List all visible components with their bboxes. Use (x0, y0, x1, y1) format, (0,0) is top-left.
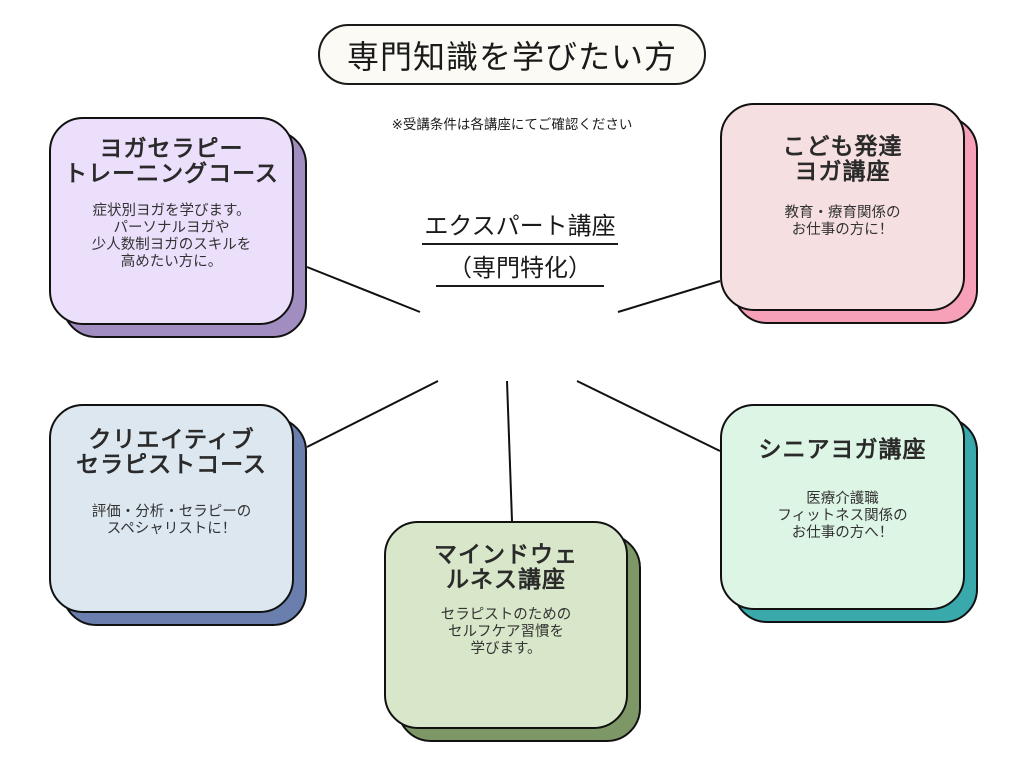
page-title: 専門知識を学びたい方 (318, 24, 706, 85)
connector-senior-yoga (576, 380, 721, 452)
card-face: シニアヨガ講座 医療介護職 フィットネス関係の お仕事の方へ！ (720, 404, 965, 610)
enrollment-note: ※受講条件は各講座にてご確認ください (391, 117, 633, 133)
course-title-line: ヨガ講座 (794, 159, 891, 185)
card-face: ヨガセラピー トレーニングコース 症状別ヨガを学びます。 パーソナルヨガや 少人… (49, 117, 294, 325)
course-title: マインドウェ ルネス講座 (434, 543, 578, 593)
course-desc-line: 教育・療育関係の (784, 205, 901, 221)
course-title: クリエイティブ セラピストコース (76, 428, 267, 478)
course-title: こども発達 ヨガ講座 (783, 135, 903, 185)
course-title-line: シニアヨガ講座 (758, 437, 927, 463)
course-description: 評価・分析・セラピーの スペシャリストに！ (92, 504, 252, 538)
course-title-line: トレーニングコース (64, 161, 279, 187)
course-description: 医療介護職 フィットネス関係の お仕事の方へ！ (777, 491, 907, 542)
hub-label: エクスパート講座 （専門特化） (380, 205, 660, 289)
card-face: マインドウェ ルネス講座 セラピストのための セルフケア習慣を 学びます。 (384, 521, 628, 729)
course-title: ヨガセラピー トレーニングコース (64, 137, 279, 187)
course-desc-line: 医療介護職 (806, 491, 879, 507)
course-desc-line: お仕事の方へ！ (791, 525, 894, 541)
course-desc-line: 少人数制ヨガのスキルを (91, 237, 252, 253)
course-title-line: ルネス講座 (446, 567, 566, 593)
course-description: 教育・療育関係の お仕事の方に！ (785, 205, 901, 239)
connector-mindwellness (506, 380, 513, 522)
hub-label-line1: エクスパート講座 (422, 209, 618, 245)
course-desc-line: パーソナルヨガや (113, 220, 230, 236)
course-title: シニアヨガ講座 (759, 438, 927, 463)
course-desc-line: 評価・分析・セラピーの (91, 504, 252, 520)
course-desc-line: 高めたい方に。 (120, 254, 223, 270)
course-description: 症状別ヨガを学びます。 パーソナルヨガや 少人数制ヨガのスキルを 高めたい方に。 (92, 203, 252, 271)
course-desc-line: 学びます。 (470, 641, 542, 657)
course-desc-line: お仕事の方に！ (791, 222, 894, 238)
connector-kids-yoga (617, 280, 721, 313)
course-desc-line: スペシャリストに！ (106, 521, 237, 537)
course-desc-line: セラピストのための (440, 607, 572, 623)
course-description: セラピストのための セルフケア習慣を 学びます。 (441, 607, 572, 658)
course-title-line: こども発達 (782, 134, 903, 160)
course-desc-line: フィットネス関係の (777, 508, 908, 524)
course-title-line: クリエイティブ (88, 427, 255, 453)
card-face: クリエイティブ セラピストコース 評価・分析・セラピーの スペシャリストに！ (49, 404, 294, 613)
course-title-line: セラピストコース (76, 452, 267, 478)
card-face: こども発達 ヨガ講座 教育・療育関係の お仕事の方に！ (720, 103, 965, 311)
course-title-line: マインドウェ (434, 542, 578, 568)
hub-label-line2: （専門特化） (436, 251, 604, 287)
connector-creative-therapist (306, 380, 439, 448)
course-desc-line: セルフケア習慣を (448, 624, 564, 640)
course-title-line: ヨガセラピー (99, 136, 244, 162)
course-desc-line: 症状別ヨガを学びます。 (92, 203, 251, 219)
connector-yoga-therapy (306, 266, 421, 313)
